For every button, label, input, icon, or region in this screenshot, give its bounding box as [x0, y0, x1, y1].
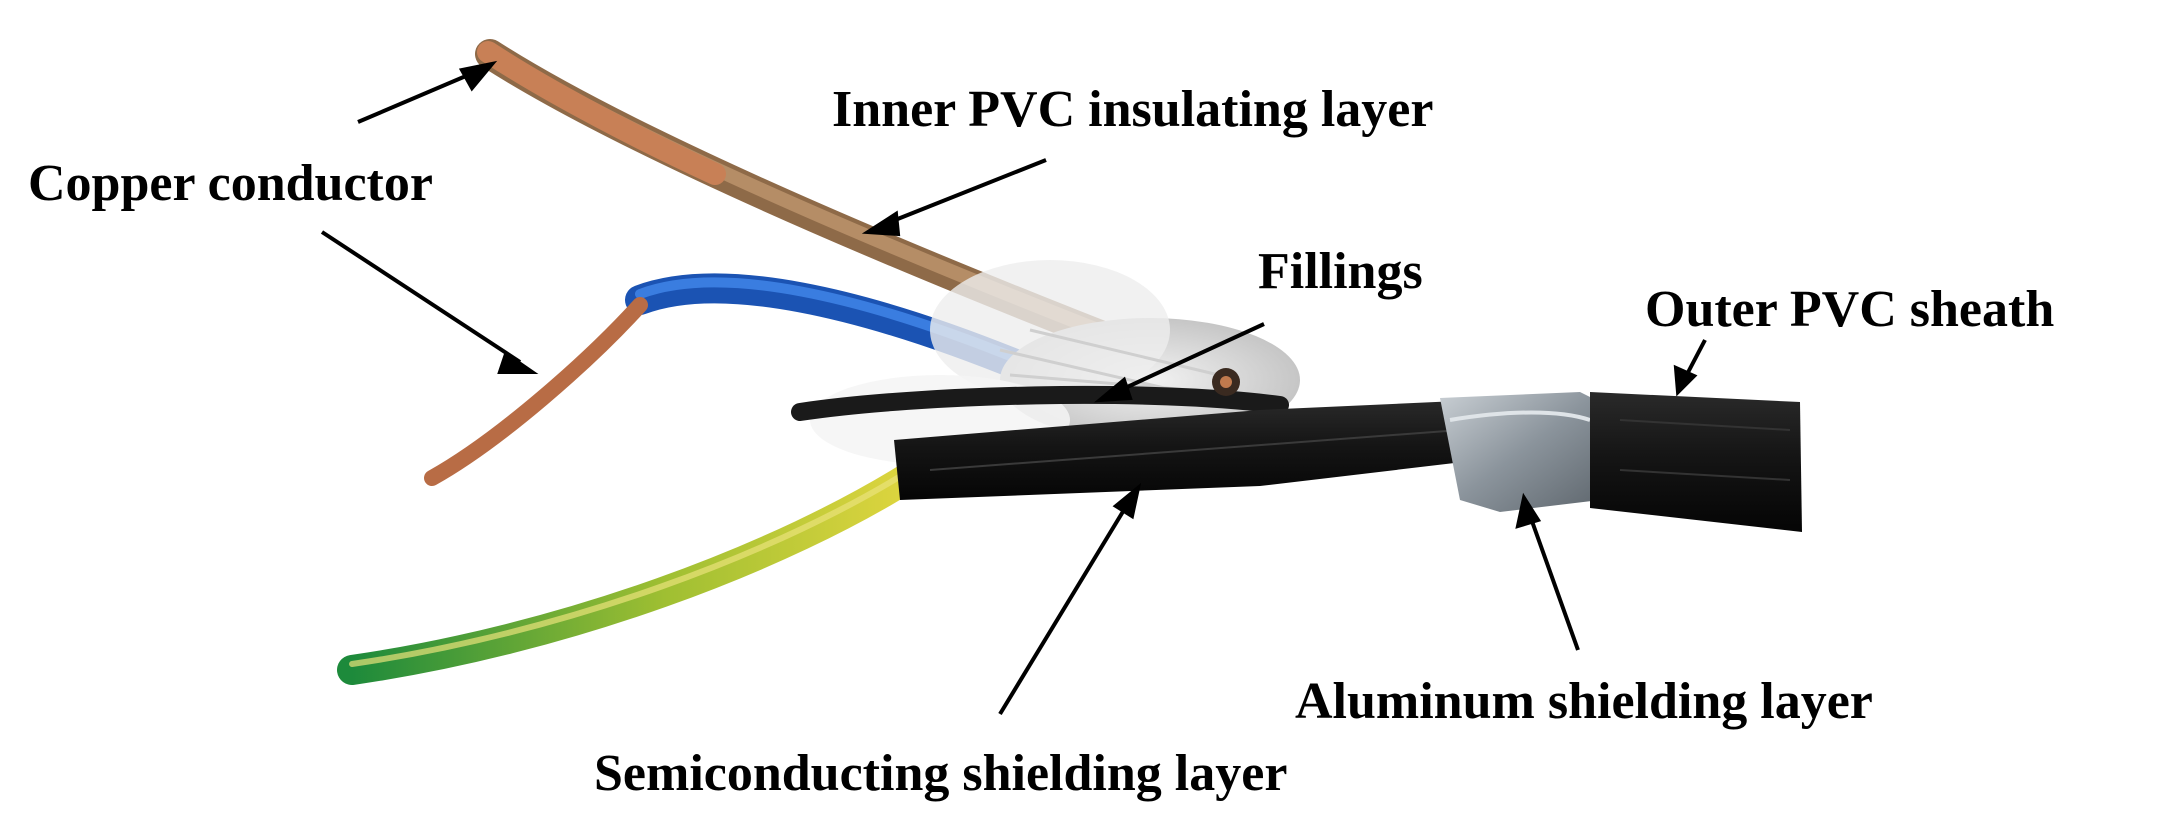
arrow-outer-pvc-head [1673, 364, 1698, 397]
arrow-semiconducting-head [1112, 482, 1142, 520]
arrow-copper-top-head [458, 60, 498, 92]
arrow-aluminum [1526, 509, 1580, 651]
label-aluminum-shielding-layer: Aluminum shielding layer [1295, 673, 1873, 730]
arrow-aluminum-head [1515, 492, 1542, 529]
copper-tip-blue [424, 297, 648, 486]
arrow-fillings-head [1093, 376, 1133, 403]
copper-tip-top [477, 41, 726, 185]
arrow-copper-top [357, 68, 481, 124]
arrow-semiconducting [998, 498, 1132, 716]
label-copper-conductor: Copper conductor [28, 155, 433, 212]
arrow-fillings [1111, 322, 1265, 396]
arrow-inner-pvc [879, 158, 1047, 228]
outer-sheath [1590, 392, 1802, 532]
label-inner-pvc-insulating-layer: Inner PVC insulating layer [832, 81, 1434, 138]
arrow-copper-lower [320, 230, 522, 364]
inner-bundle [791, 368, 1289, 421]
label-fillings: Fillings [1258, 243, 1423, 300]
arrow-copper-lower-head [497, 350, 539, 374]
label-semiconducting-shielding-layer: Semiconducting shielding layer [594, 745, 1288, 802]
callout-arrows [320, 60, 1707, 716]
semiconducting-shield [894, 400, 1480, 500]
label-outer-pvc-sheath: Outer PVC sheath [1645, 281, 2055, 338]
arrow-inner-pvc-head [861, 210, 901, 237]
aluminum-shield [1440, 392, 1600, 512]
yellow-green-core [337, 455, 935, 685]
